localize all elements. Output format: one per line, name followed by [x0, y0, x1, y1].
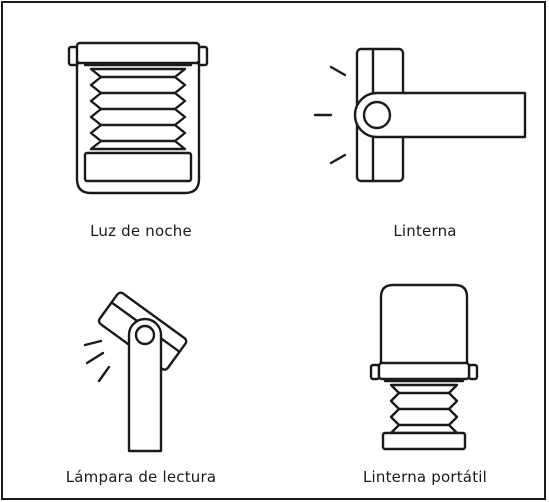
- lantern-night-light-icon: [67, 41, 209, 195]
- mode-label: Linterna: [393, 222, 457, 240]
- portable-lantern-icon: [369, 283, 479, 451]
- mode-label: Linterna portátil: [362, 468, 488, 486]
- mode-label: Lámpara de lectura: [65, 468, 217, 486]
- reading-lamp-icon: [83, 291, 188, 453]
- flashlight-beam-icon: [313, 47, 527, 183]
- mode-label: Luz de noche: [90, 222, 192, 240]
